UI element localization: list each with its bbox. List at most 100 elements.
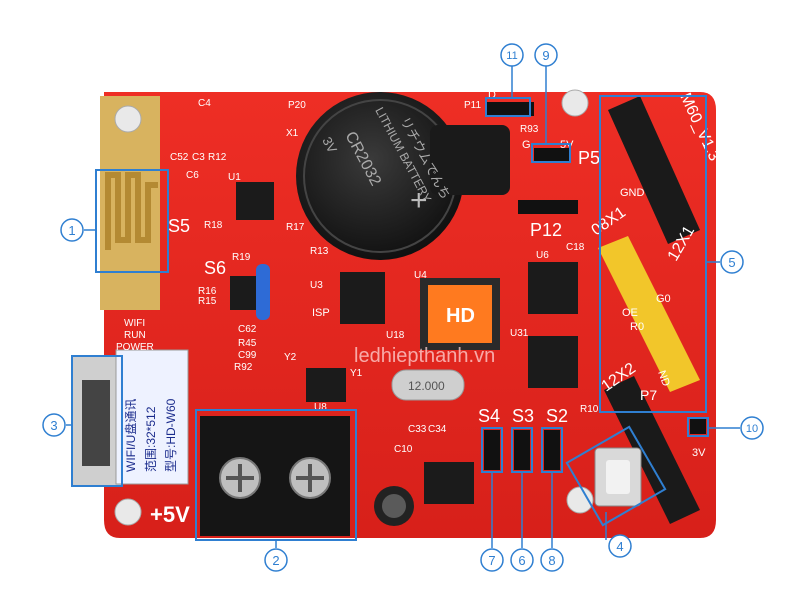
callout-10: 10 bbox=[740, 416, 764, 440]
silk-s5: S5 bbox=[168, 216, 190, 236]
silk-wifi: WIFI bbox=[124, 318, 145, 329]
silk-p20: P20 bbox=[288, 100, 306, 111]
silk-s2: S2 bbox=[546, 406, 568, 426]
silk-r15: R15 bbox=[198, 296, 217, 307]
callout-9: 9 bbox=[534, 43, 558, 67]
silk-u6: U6 bbox=[536, 250, 549, 261]
silk-s6: S6 bbox=[204, 258, 226, 278]
callout-3: 3 bbox=[42, 413, 66, 437]
mounting-holes bbox=[114, 89, 594, 526]
silk-g0: G0 bbox=[656, 293, 671, 305]
silk-r92: R92 bbox=[234, 362, 253, 373]
box-p5 bbox=[531, 143, 571, 163]
silk-u3: U3 bbox=[310, 280, 323, 291]
silk-r12: R12 bbox=[208, 152, 227, 163]
silk-p5: P5 bbox=[578, 148, 600, 168]
silk-u1: U1 bbox=[228, 172, 241, 183]
battery-text-4: 3V bbox=[319, 134, 340, 155]
silk-s3: S3 bbox=[512, 406, 534, 426]
callouts: 1 2 3 4 5 6 7 8 bbox=[42, 43, 764, 572]
watermark: ledhiepthanh.vn bbox=[354, 345, 495, 367]
silk-c6: C6 bbox=[186, 170, 199, 181]
silk-p7: P7 bbox=[640, 387, 657, 403]
callout-5: 5 bbox=[720, 250, 744, 274]
silk-3v: 3V bbox=[692, 447, 706, 459]
battery-holder: リチウムでんち CR2032 LITHIUM BATTERY 3V + bbox=[296, 92, 510, 260]
antenna-trace bbox=[105, 172, 158, 250]
callout-leaders bbox=[66, 66, 740, 548]
silk-g: G bbox=[522, 139, 531, 151]
pin-headers-small bbox=[484, 102, 706, 470]
silk-c99: C99 bbox=[238, 350, 257, 361]
callout-6: 6 bbox=[510, 548, 534, 572]
usb-label-2: 范围:32*512 bbox=[144, 406, 158, 472]
silk-r0: R0 bbox=[630, 321, 644, 333]
silk-u18: U18 bbox=[386, 330, 405, 341]
silk-u4: U4 bbox=[414, 270, 427, 281]
capacitor bbox=[374, 486, 414, 526]
silk-c10: C10 bbox=[394, 444, 413, 455]
silk-r16: R16 bbox=[198, 286, 217, 297]
box-button bbox=[565, 425, 667, 527]
callout-7: 7 bbox=[480, 548, 504, 572]
silk-r19: R19 bbox=[232, 252, 251, 263]
mcu-logo: HD bbox=[446, 305, 475, 327]
silk-c62: C62 bbox=[238, 324, 257, 335]
mcu-chip: HD bbox=[420, 278, 500, 350]
callout-5-num: 5 bbox=[728, 255, 735, 270]
silk-s4: S4 bbox=[478, 406, 500, 426]
callout-3-num: 3 bbox=[50, 418, 57, 433]
silk-run: RUN bbox=[124, 330, 146, 341]
ic-chips bbox=[230, 182, 578, 504]
box-headers bbox=[599, 95, 707, 413]
callout-1-num: 1 bbox=[68, 223, 75, 238]
silk-c4: C4 bbox=[198, 98, 211, 109]
callout-9-num: 9 bbox=[542, 48, 549, 63]
terminal-block bbox=[200, 416, 350, 536]
reset-button bbox=[594, 447, 642, 507]
box-3v bbox=[687, 417, 709, 437]
silk-r17: R17 bbox=[286, 222, 305, 233]
callout-8: 8 bbox=[540, 548, 564, 572]
silk-gnd: GND bbox=[620, 187, 645, 199]
usb-label-1: WIFI/U盘通讯 bbox=[123, 399, 138, 472]
silk-c33: C33 bbox=[408, 424, 427, 435]
callout-11-num: 11 bbox=[506, 50, 517, 62]
callout-8-num: 8 bbox=[548, 553, 555, 568]
callout-2: 2 bbox=[264, 548, 288, 572]
callout-4-num: 4 bbox=[616, 539, 623, 554]
silk-c3: C3 bbox=[192, 152, 205, 163]
box-antenna bbox=[95, 169, 169, 273]
silk-x1: X1 bbox=[286, 128, 299, 139]
silk-d: D bbox=[488, 89, 496, 101]
silk-c34: C34 bbox=[428, 424, 447, 435]
usb-label: WIFI/U盘通讯 范围:32*512 型号:HD-W60 bbox=[115, 349, 189, 485]
callout-4: 4 bbox=[608, 534, 632, 558]
header-yellow bbox=[598, 236, 700, 392]
crystal: 12.000 bbox=[391, 369, 465, 401]
silk-oe: OE bbox=[622, 307, 638, 319]
box-p11 bbox=[485, 97, 531, 117]
usb-label-3: 型号:HD-W60 bbox=[164, 398, 178, 472]
silk-power: POWER bbox=[116, 342, 154, 353]
silk-p11: P11 bbox=[464, 100, 481, 111]
silk-r13: R13 bbox=[310, 246, 329, 257]
silk-r45: R45 bbox=[238, 338, 257, 349]
battery-plus: + bbox=[410, 184, 428, 217]
silk-y2: Y2 bbox=[284, 352, 297, 363]
silk-c18: C18 bbox=[566, 242, 585, 253]
silk-y1: Y1 bbox=[350, 368, 363, 379]
callout-10-num: 10 bbox=[746, 423, 758, 435]
silk-isp: ISP bbox=[312, 307, 330, 319]
callout-11: 11 bbox=[500, 43, 524, 67]
silk-r18: R18 bbox=[204, 220, 223, 231]
silk-plus5v: +5V bbox=[150, 502, 190, 527]
usb-port bbox=[71, 355, 123, 487]
silk-c52: C52 bbox=[170, 152, 189, 163]
silk-nd: ND bbox=[655, 369, 672, 388]
callout-1: 1 bbox=[60, 218, 84, 242]
box-usb bbox=[71, 355, 123, 487]
header-hub-top bbox=[608, 96, 700, 244]
